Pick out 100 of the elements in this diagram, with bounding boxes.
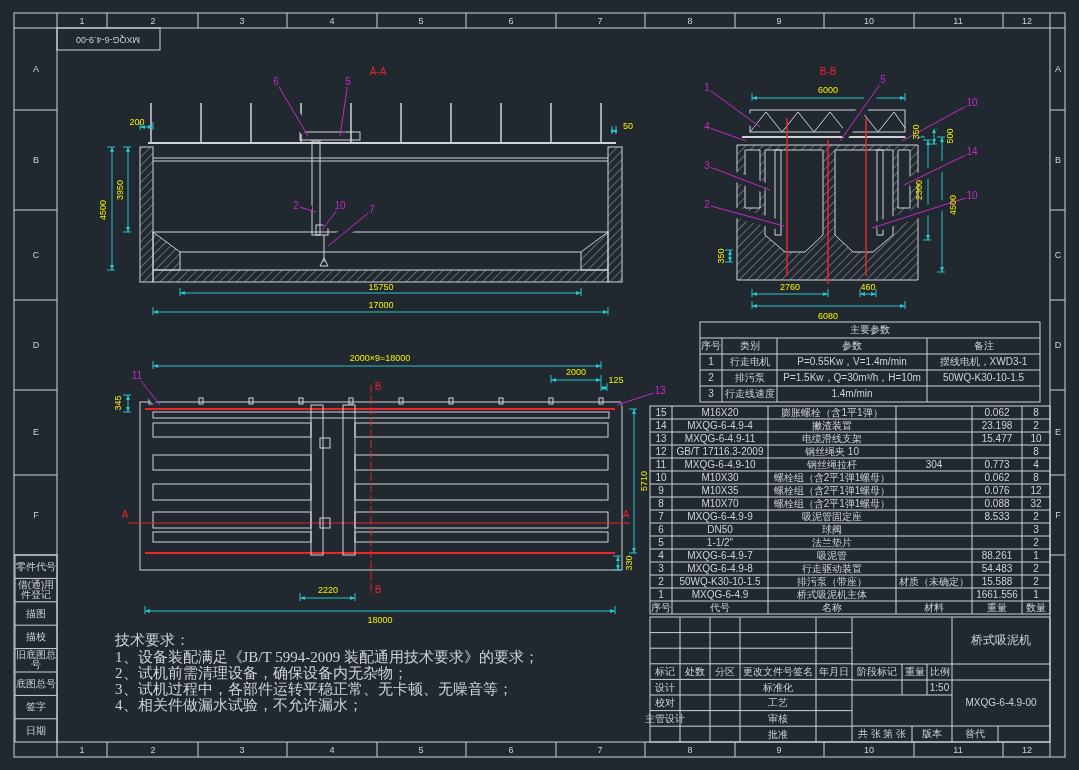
parts-list-entry: 螺栓组（含2平1弹1螺母）	[773, 473, 891, 483]
column-heading: 数量	[1026, 603, 1046, 613]
technical-requirement-text: 2、试机前需清理设备，确保设备内无杂物；	[115, 665, 408, 681]
parts-list-entry: MXQG-6-4.9-8	[687, 564, 753, 574]
zone-number: 9	[776, 745, 782, 754]
dimension-value: 6080	[818, 311, 838, 321]
parameter-entry: 行走电机	[729, 357, 770, 367]
view-title: B-B	[819, 67, 837, 77]
parts-list-entry: 排污泵（带座）	[797, 577, 867, 587]
leader-line	[871, 197, 966, 229]
parts-list-entry: 3	[658, 564, 664, 574]
parts-list-entry: 膨胀螺栓（含1平1弹）	[781, 408, 883, 418]
parts-list-entry: M16X20	[701, 408, 739, 418]
column-heading: 重量	[987, 603, 1007, 613]
parts-list-entry: 1-1/2"	[706, 538, 734, 548]
callout-number: 2	[703, 200, 711, 210]
title-block-entry: 批准	[768, 729, 788, 740]
title-block-entry: 分区	[715, 667, 735, 678]
parts-list-entry: 1	[1033, 590, 1039, 600]
zone-number: 8	[687, 745, 693, 754]
section-mark: A	[121, 510, 129, 520]
record-column-entry: 描图	[25, 608, 47, 619]
callout-number: 6	[272, 77, 280, 87]
leader-line	[299, 206, 317, 213]
zone-letter: E	[33, 427, 39, 437]
leader-line	[140, 380, 161, 406]
zone-number: 1	[79, 745, 85, 754]
title-block-entry: 替代	[965, 729, 985, 739]
title-block-entry: 标准化	[763, 682, 793, 693]
dimension-value: 350	[911, 124, 921, 140]
parameter-entry: P=0.55Kw，V=1.4m/min	[797, 357, 907, 367]
dimension-value: 125	[608, 375, 624, 385]
column-heading: 名称	[822, 603, 842, 613]
dimension-value: 460	[860, 282, 876, 292]
parts-list-entry: 1	[658, 590, 664, 600]
parts-list-entry: M10X30	[701, 473, 739, 483]
title-block-entry: 校对	[655, 698, 675, 709]
zone-letter: D	[1054, 340, 1062, 350]
zone-number: 8	[687, 16, 693, 25]
parts-list-entry: GB/T 17116.3-2009	[676, 447, 764, 457]
title-block-entry: 处数	[685, 667, 705, 678]
record-column-entry: 描校	[25, 631, 47, 642]
column-heading: 材料	[924, 603, 944, 613]
title-block-entry: 主管设计	[645, 713, 685, 724]
parts-list-entry: 13	[655, 434, 667, 444]
parts-list-entry: 2	[1033, 577, 1039, 587]
zone-number: 10	[864, 16, 874, 25]
parts-list-entry: 2	[658, 577, 664, 587]
parts-list-entry: MXQG-6-4.9-10	[684, 460, 756, 470]
title-block-entry: 1:50	[929, 682, 950, 693]
title-block-entry: 年月日	[819, 667, 849, 678]
callout-number: 5	[344, 77, 352, 87]
leader-line	[339, 86, 348, 137]
dimension-value: 3950	[115, 180, 125, 200]
parts-list-entry: 电缆滑线支架	[802, 434, 862, 444]
parts-list-entry: 桥式吸泥机主体	[797, 590, 867, 600]
callout-number: 10	[965, 191, 979, 201]
drawing-number: MXQG-6-4.9-00	[76, 34, 140, 44]
dimension-value: 200	[129, 117, 145, 127]
parts-list-entry: 4	[1033, 460, 1039, 470]
zone-number: 12	[1022, 745, 1032, 754]
zone-letter: C	[1054, 250, 1062, 260]
parts-list-entry: MXQG-6-4.9-4	[687, 421, 753, 431]
section-mark: B	[374, 585, 382, 595]
callout-number: 13	[653, 386, 667, 396]
parts-list-entry: 2	[1033, 538, 1039, 548]
parts-list-entry: 88.261	[981, 551, 1013, 561]
callout-number: 11	[130, 371, 144, 381]
parameter-entry: 行走线速度	[724, 389, 775, 399]
parts-list-entry: 吸泥管固定座	[802, 512, 862, 522]
dimension-value: 345	[113, 395, 123, 411]
parts-list-entry: 50WQ-K30-10-1.5	[679, 577, 761, 587]
dimension-value: 5710	[639, 471, 649, 491]
parts-list-entry: 行走驱动装置	[802, 564, 862, 574]
zone-letter: F	[1055, 510, 1061, 520]
parameter-entry: 1.4m/min	[831, 389, 873, 399]
parts-list-entry: 14	[655, 421, 667, 431]
leader-line	[901, 106, 966, 142]
parts-list-entry: 钢丝绳拉杆	[807, 460, 857, 470]
zone-number: 11	[953, 745, 963, 754]
zone-letter: A	[33, 64, 39, 74]
parameter-entry: 2	[708, 373, 714, 383]
leader-line	[278, 86, 309, 137]
record-column-entry: 底图总号	[16, 678, 56, 689]
dimension-value: 2220	[318, 585, 338, 595]
parts-list-entry: 6	[658, 525, 664, 535]
zone-number: 7	[597, 16, 603, 25]
leader-line	[710, 127, 747, 142]
parameter-entry: 1	[708, 357, 714, 367]
callout-number: 10	[333, 201, 347, 211]
parts-list-entry: 8	[1033, 447, 1039, 457]
parts-list-entry: 5	[658, 538, 664, 548]
column-heading: 类别	[739, 341, 760, 351]
parts-list-entry: M10X70	[701, 499, 739, 509]
parts-list-entry: 0.088	[984, 499, 1010, 509]
title-block-entry: 重量	[904, 667, 925, 677]
title-block-entry: 桥式吸泥机	[971, 634, 1031, 646]
parameter-entry: 摆线电机，XWD3-1	[939, 357, 1028, 367]
technical-requirements-heading: 技术要求：	[115, 632, 190, 648]
dimension-value: 6000	[818, 85, 838, 95]
